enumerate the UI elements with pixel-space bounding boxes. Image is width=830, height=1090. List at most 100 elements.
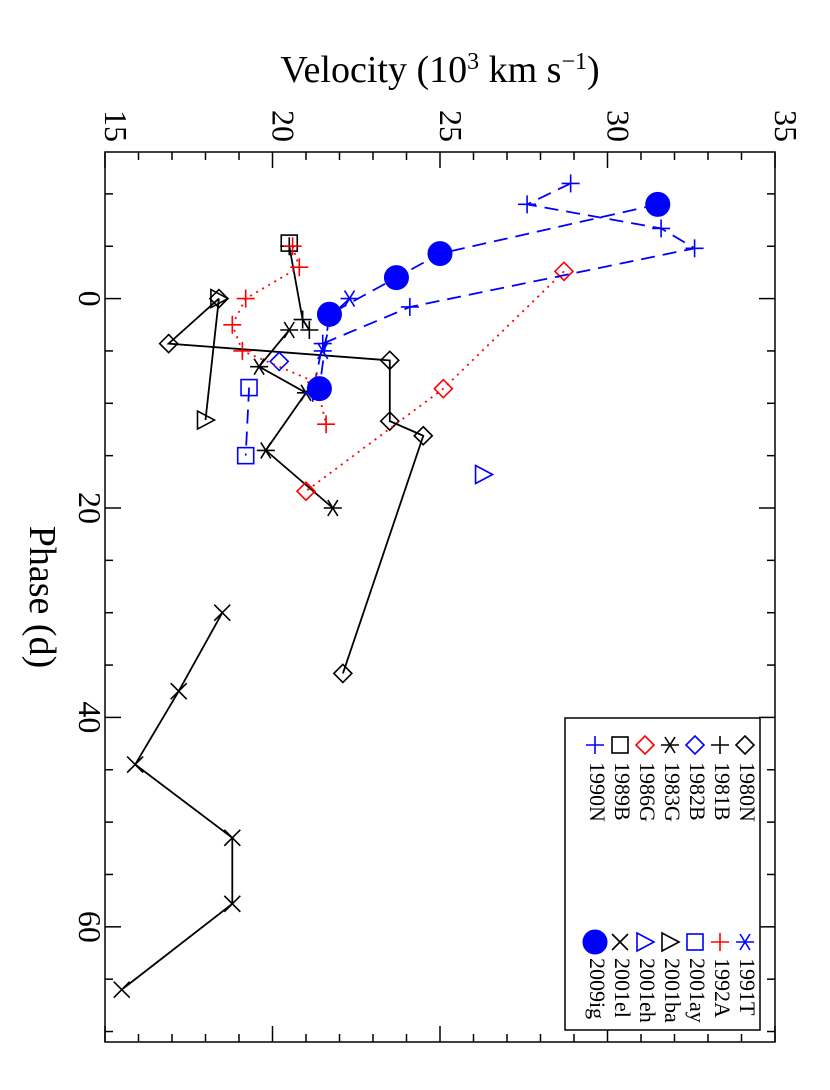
- data-point: [400, 297, 419, 316]
- data-point: [300, 321, 319, 339]
- data-point: [233, 341, 252, 360]
- data-point: [323, 499, 342, 517]
- series-line: [244, 387, 250, 456]
- data-point: [433, 378, 454, 399]
- series-1982B: [269, 351, 290, 372]
- legend-marker: [711, 933, 729, 951]
- legend-label: 1980N: [735, 762, 760, 822]
- x-tick-label: 40: [72, 701, 108, 733]
- data-point: [196, 409, 217, 431]
- y-tick-label: 25: [433, 110, 469, 142]
- legend-label: 1981B: [710, 762, 735, 821]
- series-line: [257, 329, 334, 509]
- data-point: [340, 290, 359, 308]
- y-tick-label: 30: [601, 110, 637, 142]
- legend-marker: [634, 734, 656, 756]
- series-1990N: [303, 174, 704, 402]
- data-point: [474, 464, 495, 485]
- data-point: [383, 265, 409, 291]
- legend-marker: [636, 931, 656, 953]
- data-point: [223, 829, 241, 847]
- data-point: [332, 663, 353, 684]
- legend-marker: [611, 736, 629, 754]
- series-2001ba: [196, 288, 230, 431]
- data-point: [306, 376, 332, 402]
- data-point: [290, 258, 309, 277]
- series-1986G: [295, 261, 575, 502]
- legend-label: 1989B: [610, 762, 635, 821]
- data-point: [256, 441, 275, 459]
- legend-marker: [711, 736, 729, 754]
- series-2001el: [113, 604, 241, 999]
- legend-label: 1992A: [710, 958, 735, 1018]
- data-point: [427, 241, 453, 267]
- data-point: [280, 321, 299, 339]
- y-tick-label: 15: [98, 110, 134, 142]
- data-point: [379, 350, 400, 371]
- legend-marker: [684, 734, 706, 756]
- series-1980N: [158, 288, 434, 684]
- data-point: [250, 358, 269, 376]
- y-tick-label: 20: [266, 110, 302, 142]
- legend-marker: [582, 929, 608, 955]
- legend-box: [564, 717, 761, 1031]
- series-line: [204, 298, 220, 421]
- data-point: [126, 755, 144, 774]
- data-point: [280, 234, 299, 252]
- legend-label: 1990N: [585, 762, 610, 822]
- data-point: [561, 174, 580, 193]
- legend-label: 2001eh: [635, 958, 660, 1023]
- legend-marker: [661, 931, 681, 953]
- data-point: [269, 351, 290, 372]
- x-tick-label: 20: [72, 492, 108, 524]
- series-line: [305, 270, 565, 492]
- data-point: [208, 288, 230, 309]
- data-point: [317, 415, 336, 434]
- data-point: [223, 895, 241, 913]
- legend-marker: [734, 734, 756, 756]
- series-2001eh: [474, 464, 495, 485]
- data-point: [553, 261, 575, 282]
- legend-marker: [611, 933, 629, 951]
- legend-label: 2009ig: [585, 958, 610, 1019]
- data-point: [236, 289, 255, 308]
- data-point: [236, 446, 255, 465]
- legend-marker: [686, 933, 704, 951]
- data-point: [283, 237, 302, 256]
- data-point: [293, 310, 312, 329]
- y-tick-label: 35: [768, 110, 804, 142]
- data-point: [158, 333, 179, 354]
- series-line: [121, 612, 234, 991]
- legend: 1980N1981B1982B1983G1986G1989B1990N1991T…: [564, 717, 761, 1031]
- data-point: [210, 288, 230, 309]
- series-line: [311, 182, 698, 393]
- data-point: [652, 219, 671, 238]
- legend-label: 1986G: [635, 762, 660, 822]
- x-axis-label: Phase (d): [21, 526, 63, 668]
- data-point: [685, 239, 704, 258]
- data-point: [379, 410, 400, 432]
- series-2001ay: [236, 378, 258, 465]
- series-line: [166, 297, 425, 674]
- legend-marker: [736, 933, 754, 951]
- legend-label: 2001el: [610, 958, 635, 1018]
- legend-label: 1983G: [660, 762, 685, 822]
- x-tick-label: 0: [72, 291, 108, 307]
- data-point: [223, 315, 242, 334]
- legend-marker: [586, 736, 604, 754]
- legend-label: 2001ba: [660, 958, 685, 1023]
- series-line: [318, 203, 658, 389]
- data-point: [518, 195, 537, 214]
- data-point: [316, 301, 342, 327]
- series-1989B: [280, 234, 299, 252]
- y-axis-label: Velocity (103 km s−1): [280, 49, 599, 91]
- data-point: [170, 682, 188, 700]
- series-1981B: [280, 237, 319, 339]
- series-layer: [113, 174, 704, 999]
- data-point: [240, 378, 258, 397]
- series-2009ig: [306, 191, 671, 402]
- data-point: [113, 981, 131, 999]
- data-point: [295, 481, 317, 502]
